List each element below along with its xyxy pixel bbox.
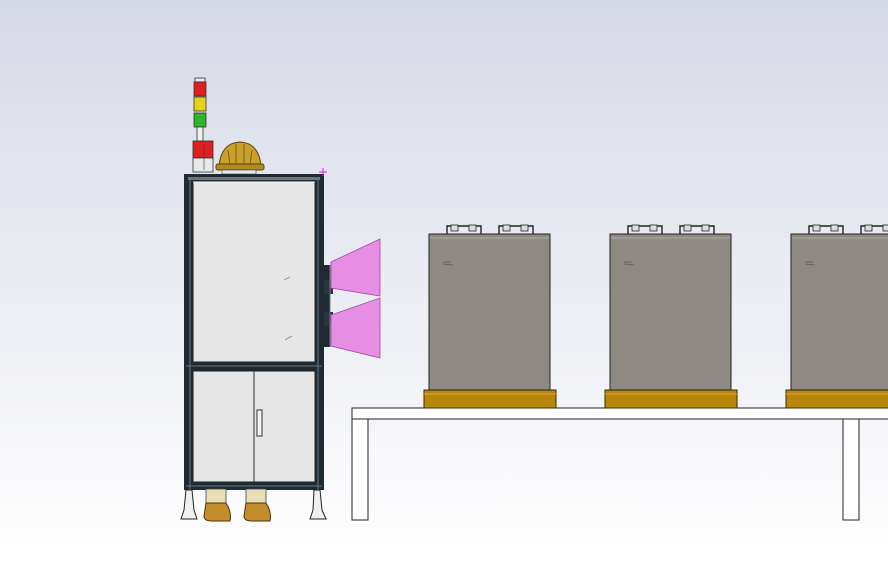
box-handle [679, 225, 715, 234]
machine-cabinet [180, 174, 327, 520]
operator-helmet [215, 141, 265, 175]
scanner-beam-lower [330, 297, 381, 359]
stack-light [192, 77, 214, 173]
stack-light-pole [196, 126, 204, 142]
cabinet-leg-right [309, 489, 327, 520]
crosshair-icon [319, 168, 327, 176]
box-handle [627, 225, 663, 234]
box-handle [446, 225, 482, 234]
box [609, 233, 732, 391]
scanner-beam-upper [330, 238, 381, 297]
box [790, 233, 888, 391]
box-on-pallet [604, 224, 738, 409]
table-top [351, 407, 888, 420]
table-leg-left [351, 418, 369, 521]
pallet [423, 389, 557, 409]
pallet [604, 389, 738, 409]
boxes-row [423, 224, 888, 409]
operator-boots [203, 488, 271, 522]
stack-light-green [193, 112, 207, 128]
box-handle [860, 225, 888, 234]
door-handle [256, 409, 263, 437]
pallet [785, 389, 888, 409]
stack-light-cap [194, 77, 206, 83]
box-handle [498, 225, 534, 234]
stack-light-yellow [193, 96, 207, 112]
cabinet-upper-panel [192, 181, 316, 363]
stack-light-red-bottom [192, 140, 214, 159]
stack-light-red-top [193, 81, 207, 97]
table-leg-right [842, 418, 860, 521]
box-on-pallet [785, 224, 888, 409]
box-handle [808, 225, 844, 234]
cabinet-leg-left [180, 489, 198, 520]
box-on-pallet [423, 224, 557, 409]
box [428, 233, 551, 391]
scanner-unit [322, 265, 333, 347]
stack-light-base [192, 157, 214, 173]
